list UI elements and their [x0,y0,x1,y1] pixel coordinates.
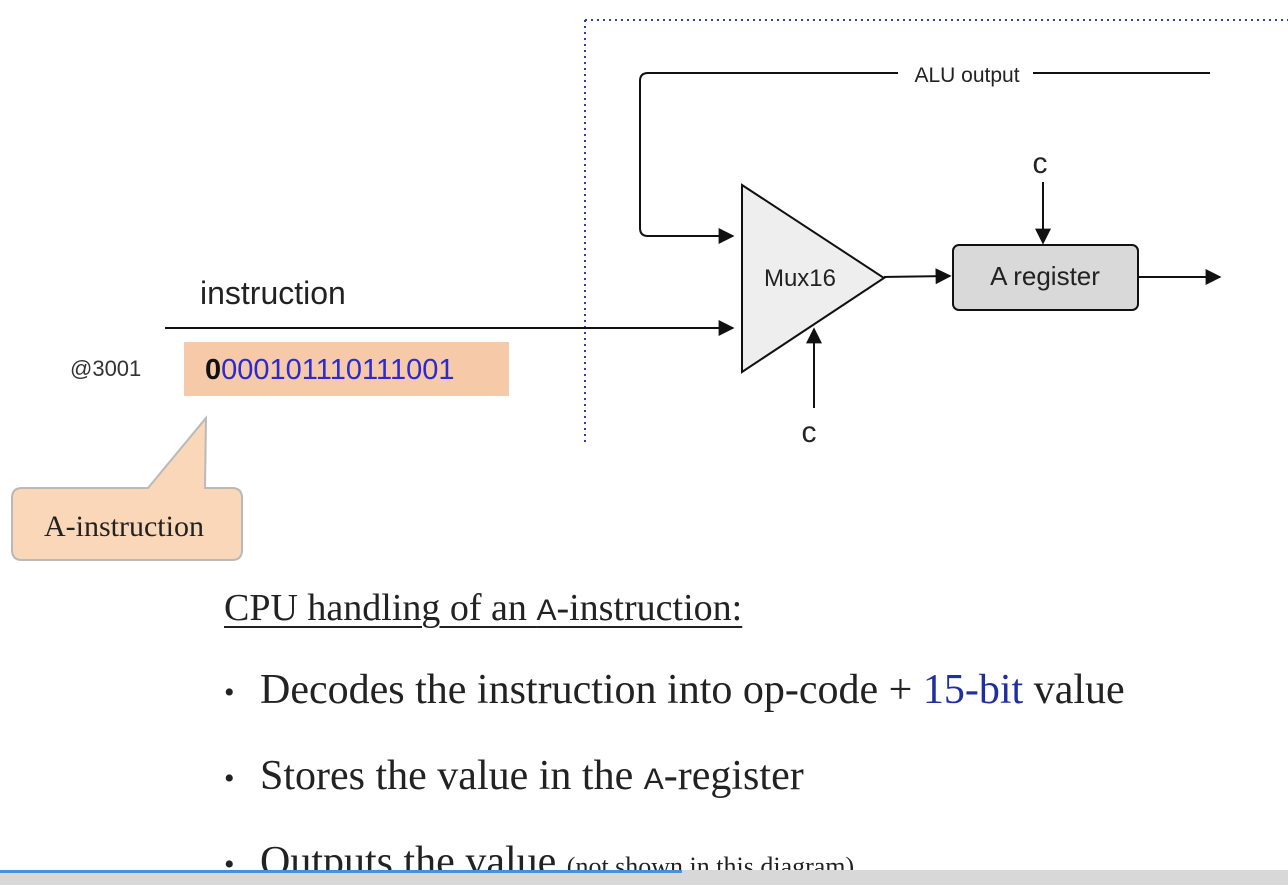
section-title: CPU handling of an A-instruction: [224,580,1284,639]
bullet-decode: •Decodes the instruction into op-code + … [224,668,1125,715]
bullet-decode-suffix: value [1023,667,1125,713]
value-bits: 000101110111001 [221,354,454,386]
title-text: CPU handling of an [224,587,537,629]
bullet-store: • Stores the value in the A-register [224,754,804,802]
bullet-store-a-letter: A [643,763,664,796]
instruction-address: @3001 [70,356,141,381]
alu-output-label-bg [898,62,1033,86]
title-suffix: -instruction: [556,587,743,629]
instruction-label: instruction [200,275,346,311]
bullet-store-suffix: -register [663,753,804,799]
bullet-dot: • [224,848,235,882]
bullet-decode-text: Decodes the instruction into op-code + [260,667,923,713]
title-a-letter: A [536,594,557,627]
instruction-bits-highlight [184,342,509,396]
alu-output-wire [639,72,1210,244]
bullet-dot: • [224,762,235,796]
cpu-handling-section: CPU handling of an A-instruction: [224,580,1284,639]
alu-output-label: ALU output [914,64,1019,87]
mux16-label: Mux16 [764,265,836,292]
a-instruction-callout-label: A-instruction [44,510,204,543]
mux16-shape [741,183,886,374]
bullet-decode-15bit: 15-bit [922,667,1024,713]
bottom-scrollbar-progress[interactable] [0,870,682,873]
instruction-bits: 0000101110111001 [205,354,454,386]
cpu-diagram: ALU output instruction Mux16 c A registe… [11,19,1288,561]
bullet-dot: • [224,676,235,710]
mux-control-label: c [802,416,817,449]
mux-to-register-wire [883,268,952,285]
a-instruction-callout [11,415,243,561]
register-control-label: c [1033,147,1048,180]
opcode-bit: 0 [205,354,221,386]
bullet-store-text: Stores the value in the [260,753,644,799]
a-register-label: A register [990,261,1100,291]
bottom-scrollbar-track[interactable] [0,870,1288,885]
